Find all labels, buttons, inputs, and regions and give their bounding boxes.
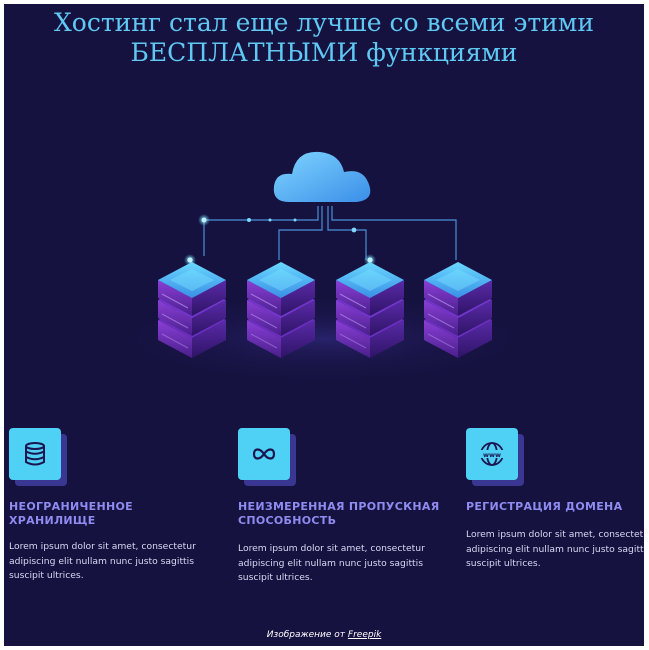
feature-title: НЕОГРАНИЧЕННОЕ ХРАНИЛИЩЕ [9,500,133,527]
feature-icon-box [238,428,300,490]
feature-icon-box: www [466,428,528,490]
globe-www-icon: www [480,442,504,466]
feature-unlimited-storage: НЕОГРАНИЧЕННОЕ ХРАНИЛИЩЕ Lorem ipsum dol… [9,428,214,584]
feature-text: Lorem ipsum dolor sit amet, consectetur … [9,541,196,581]
database-icon [25,442,45,466]
feature-domain-registration: www РЕГИСТРАЦИЯ ДОМЕНА Lorem ipsum dolor… [466,428,644,572]
feature-text: Lorem ipsum dolor sit amet, consectetur … [466,529,644,569]
feature-text: Lorem ipsum dolor sit amet, consectetur … [238,543,425,583]
server-stack-icon [158,262,226,358]
cloud-icon [273,151,371,202]
feature-unmetered-bandwidth: НЕИЗМЕРЕННАЯ ПРОПУСКНАЯ СПОСОБНОСТЬ Lore… [238,428,443,586]
page: Хостинг стал еще лучше со всеми этими БЕ… [4,4,644,646]
feature-icon-box [9,428,71,490]
freepik-link[interactable]: Freepik [347,630,382,640]
cloud-servers-illustration [114,151,534,384]
feature-title: НЕИЗМЕРЕННАЯ ПРОПУСКНАЯ СПОСОБНОСТЬ [238,500,440,527]
credit-prefix: Изображение от [266,630,348,640]
infinity-icon [252,448,276,460]
image-credit: Изображение от Freepik [4,630,644,640]
feature-title: РЕГИСТРАЦИЯ ДОМЕНА [466,500,623,513]
svg-text:www: www [483,451,501,459]
page-title: Хостинг стал еще лучше со всеми этими БЕ… [53,8,595,67]
